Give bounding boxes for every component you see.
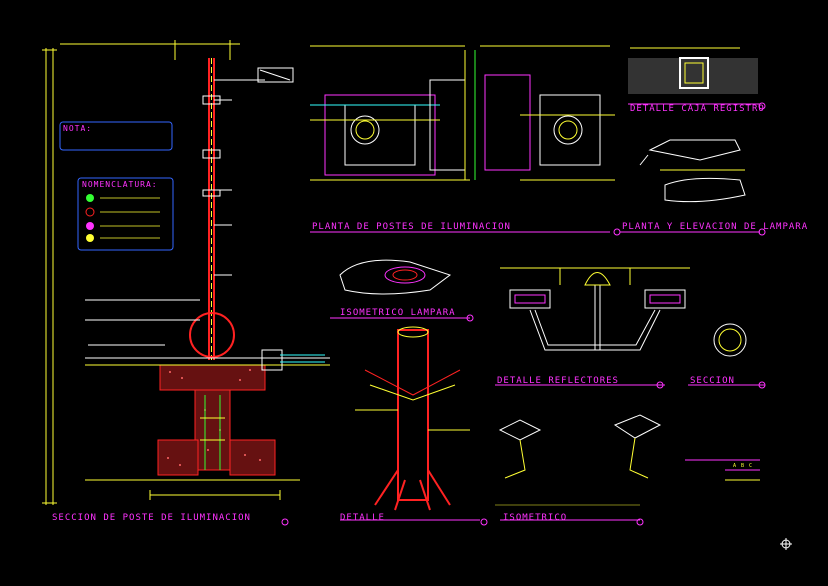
registry-box-drawing <box>628 47 760 105</box>
title-seccion-poste: SECCION DE POSTE DE ILUMINACION <box>52 513 251 523</box>
nomenclatura-symbols <box>85 194 160 242</box>
lamp-elevation-drawing <box>620 139 760 233</box>
sheet-marks: A B C <box>733 463 754 469</box>
nota-box <box>59 121 173 151</box>
pipe-detail-drawing <box>340 326 480 521</box>
title-planta-elevacion: PLANTA Y ELEVACION DE LAMPARA <box>622 222 809 232</box>
pole-plan-drawing <box>310 45 615 233</box>
nomenclatura-title: NOMENCLATURA: <box>82 180 158 189</box>
nomenclatura-box <box>77 177 174 251</box>
title-detalle-caja: DETALLE CAJA REGISTRO <box>630 104 765 114</box>
reflectors-drawing <box>495 267 765 386</box>
title-isometrico: ISOMETRICO <box>503 513 568 523</box>
title-isometrico-lampara: ISOMETRICO LAMPARA <box>340 308 456 318</box>
lamp-isometric-drawing <box>330 259 470 319</box>
title-detalle-reflectores: DETALLE REFLECTORES <box>497 376 619 386</box>
title-detalle: DETALLE <box>340 513 385 523</box>
title-planta-postes: PLANTA DE POSTES DE ILUMINACION <box>312 222 511 232</box>
title-seccion: SECCION <box>690 376 735 386</box>
isometric-reflector-drawing <box>495 414 662 521</box>
crosshair-icon[interactable] <box>780 538 792 550</box>
nota-title: NOTA: <box>63 124 93 133</box>
sheet-info <box>685 459 760 481</box>
pole-section-drawing <box>42 40 330 505</box>
title-markers <box>281 102 766 526</box>
